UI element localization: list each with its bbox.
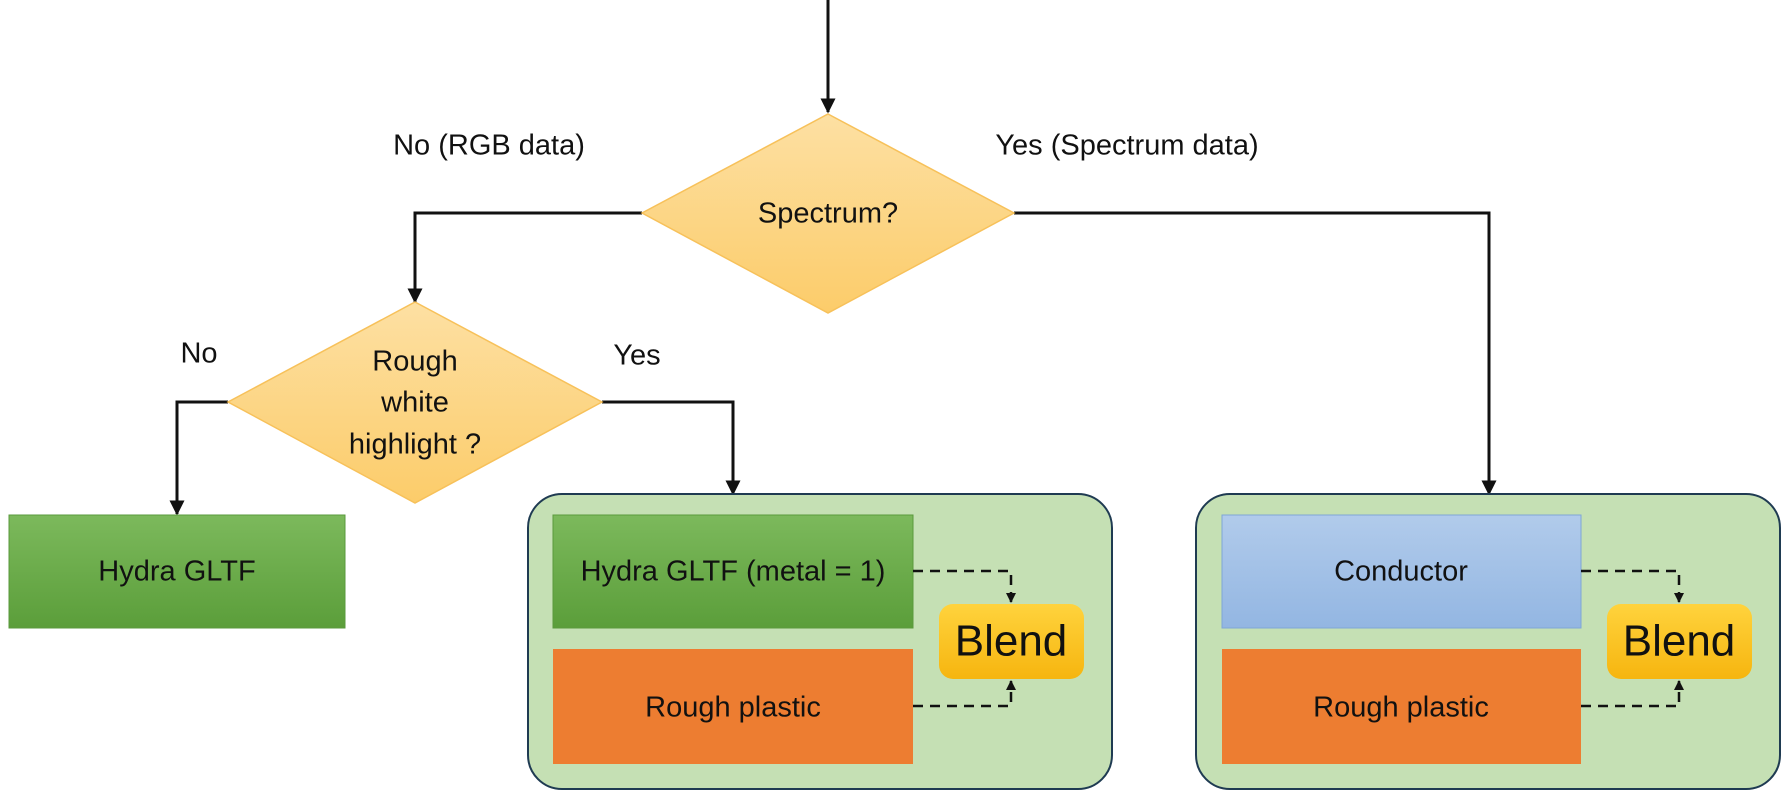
decision-rough-white-diamond [226,301,604,504]
edge-label-spectrum-no: No (RGB data) [393,130,585,162]
node-hydra-gltf-label: Hydra GLTF [98,556,255,588]
node-rough-plastic-2-box [1222,649,1581,764]
node-blend-1-box [939,604,1084,679]
edge-rough-no [169,400,228,516]
decision-rough-white: Rough white highlight ? [226,301,604,504]
node-hydra-gltf-box [8,514,346,629]
node-blend-1-label: Blend [955,617,1068,666]
edge-spectrum-no [407,211,642,304]
node-rough-plastic-1-label: Rough plastic [645,692,821,724]
edge-rough-yes [602,400,741,496]
decision-spectrum: Spectrum? [640,113,1016,314]
decision-rough-white-line-2: white [380,387,449,419]
decision-spectrum-label: Spectrum? [758,198,898,230]
connectors [169,0,1497,516]
node-hydra-gltf-metal-label: Hydra GLTF (metal = 1) [581,556,886,588]
node-blend-2-label: Blend [1623,617,1736,666]
group-metal-blend: Hydra GLTF (metal = 1) Rough plastic Ble… [527,493,1113,790]
edge-spectrum-yes [1014,211,1497,496]
node-conductor-label: Conductor [1334,556,1468,588]
edge-label-spectrum-yes: Yes (Spectrum data) [995,130,1258,162]
node-hydra-gltf: Hydra GLTF [8,514,346,629]
node-rough-plastic-2-label: Rough plastic [1313,692,1489,724]
edge-label-rough-yes: Yes [613,340,660,372]
decision-spectrum-diamond [640,113,1016,314]
decision-rough-white-line-1: Rough [372,346,457,378]
node-conductor-box [1221,514,1582,629]
edge-label-rough-no: No [180,338,217,370]
node-hydra-gltf-metal-box [552,514,914,629]
decision-rough-white-line-3: highlight ? [349,429,481,461]
node-rough-plastic-1-box [553,649,913,764]
node-blend-2-box [1607,604,1752,679]
edge-labels: No (RGB data) Yes (Spectrum data) No Yes [180,130,1258,372]
group-conductor-blend: Conductor Rough plastic Blend [1195,493,1781,790]
